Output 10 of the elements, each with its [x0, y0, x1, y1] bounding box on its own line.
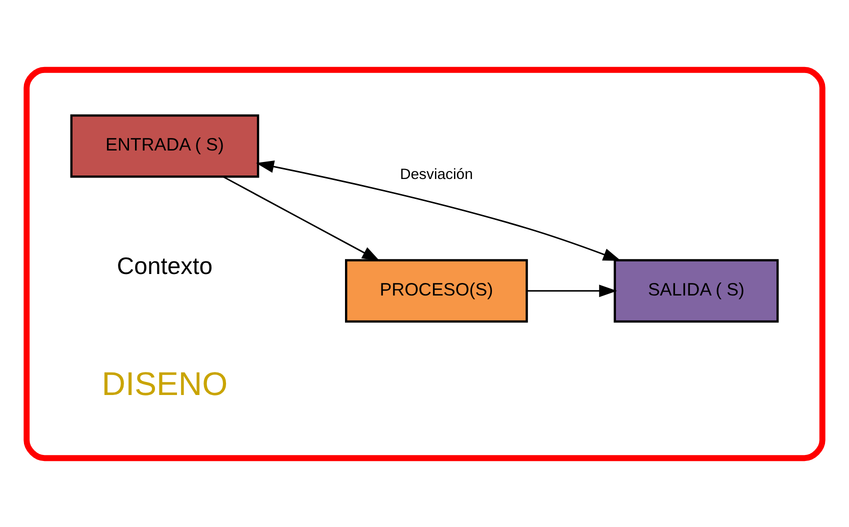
node-box: ENTRADA ( S) [70, 114, 260, 178]
edge-label: Desviación [400, 165, 473, 182]
label: DISENO [102, 364, 228, 402]
node-box: PROCESO(S) [345, 258, 528, 322]
arrow [222, 176, 380, 261]
arrow [256, 160, 622, 260]
arrow [527, 284, 618, 297]
cluster [24, 66, 826, 461]
label: Contexto [116, 252, 213, 280]
node-box: SALIDA ( S) [614, 258, 779, 322]
